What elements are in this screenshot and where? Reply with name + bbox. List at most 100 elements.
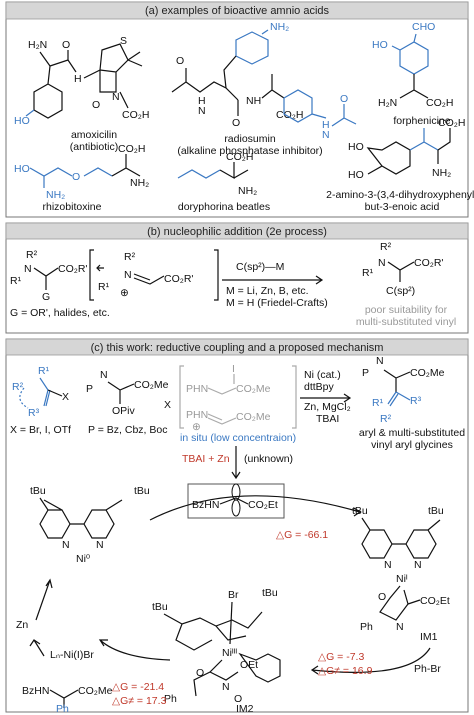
im2-tbu-right: tBu bbox=[262, 587, 278, 599]
atom-s: S bbox=[120, 35, 127, 47]
panel-b-product: R² N R¹ CO₂R' C(sp²) bbox=[362, 241, 443, 297]
cond-zn: Zn, MgCl₂ bbox=[304, 401, 351, 413]
atom-n3: N bbox=[322, 129, 330, 141]
atom-h2n2: H₂N bbox=[378, 97, 397, 109]
ni0-center: Ni⁰ bbox=[76, 553, 91, 565]
cond-ni: Ni (cat.) bbox=[304, 369, 341, 381]
ni0-n-left: N bbox=[62, 539, 70, 551]
atom-ho4: HO bbox=[348, 141, 364, 153]
atom-c-opiv: OPiv bbox=[112, 405, 136, 417]
panel-a-header: (a) examples of bioactive amnio acids bbox=[145, 5, 330, 17]
p-definition: P = Bz, Cbz, Boc bbox=[88, 424, 167, 436]
atom-prod-r3: R³ bbox=[410, 395, 422, 407]
arrow-reductive-elimination bbox=[98, 639, 171, 661]
atom-c-phn2: PHN bbox=[186, 409, 208, 421]
radical-generation: TBAI + Zn (unknown) bbox=[182, 446, 293, 480]
atom-h3: H bbox=[322, 119, 330, 131]
atom-c-r2: R² bbox=[12, 381, 24, 393]
atom-prod-p: P bbox=[362, 367, 369, 379]
atom-h2: H bbox=[198, 95, 206, 107]
arrow-to-ni0 bbox=[35, 578, 53, 621]
im1-ni: Niᴵ bbox=[396, 573, 408, 585]
atom-prod-co2me: CO₂Me bbox=[410, 367, 445, 379]
atom-co2h: CO₂H bbox=[122, 109, 149, 121]
atom-prod-r1: R¹ bbox=[372, 397, 384, 409]
vinyl-halide: R¹ R² R³ X bbox=[12, 365, 69, 419]
im1-n-right: N bbox=[414, 559, 422, 571]
im1-complex: tBu tBu N N Niᴵ O CO₂Et N Ph bbox=[352, 505, 450, 633]
compound-dihydroxyphenyl-note: but-3-enoic acid bbox=[365, 201, 440, 213]
atom-g: G bbox=[42, 291, 50, 303]
dg-reductive-elimination: △G = -21.4 bbox=[112, 681, 164, 693]
atom-ho5: HO bbox=[348, 169, 364, 181]
panel-b-iminium: R² N R¹ ⊕ CO₂R' bbox=[89, 249, 219, 301]
x-definition: X = Br, I, OTf bbox=[10, 424, 71, 436]
atom-h2n: H₂N bbox=[28, 39, 47, 51]
compound-radiosumin: radiosumin bbox=[224, 133, 276, 145]
atom-co2r-b: CO₂R' bbox=[164, 273, 193, 285]
atom-ho2: HO bbox=[372, 39, 388, 51]
panel-b-arrow: C(sp²)—M M = Li, Zn, B, etc. M = H (Frie… bbox=[222, 261, 328, 309]
atom-c-co2me: CO₂Me bbox=[134, 379, 169, 391]
im2-oet: OEt bbox=[240, 659, 258, 671]
im2-ph: Ph bbox=[164, 693, 177, 705]
atom-nh2-2: NH₂ bbox=[46, 189, 65, 201]
dg-oxidative-addition: △G = -7.3 bbox=[318, 651, 364, 663]
atom-n2: N bbox=[198, 105, 206, 117]
atom-co2h4: CO₂H bbox=[118, 143, 145, 155]
im1-label: IM1 bbox=[420, 631, 438, 643]
atom-r1-b: R¹ bbox=[98, 281, 110, 293]
dg-radical-capture: △G = -66.1 bbox=[276, 529, 328, 541]
atom-csp2: C(sp²) bbox=[386, 285, 415, 297]
panel-b-header: (b) nucleophilic addition (2e process) bbox=[147, 226, 327, 238]
atom-n-b3: N bbox=[378, 257, 386, 269]
compound-amoxicilin-note: (antibiotic) bbox=[70, 141, 118, 153]
plus-charge-c: ⊕ bbox=[192, 421, 201, 433]
im1-n3: N bbox=[396, 621, 404, 633]
compound-rhizobitoxine: rhizobitoxine bbox=[43, 201, 102, 213]
plus-charge: ⊕ bbox=[120, 287, 129, 299]
panel-c-header: (c) this work: reductive coupling and a … bbox=[91, 342, 384, 354]
im2-n: N bbox=[222, 681, 230, 693]
m-definition-2: M = H (Friedel-Crafts) bbox=[226, 297, 328, 309]
panel-c-header-bar bbox=[5, 338, 469, 356]
final-product: BzHN CO₂Me Ph bbox=[22, 685, 113, 715]
atom-r2-b: R² bbox=[124, 251, 136, 263]
atom-co2r: CO₂R' bbox=[58, 263, 87, 275]
atom-r2: R² bbox=[26, 249, 38, 261]
atom-nh: NH bbox=[246, 95, 261, 107]
reagent-csp2m: C(sp²)—M bbox=[236, 261, 284, 273]
compound-dihydroxyphenyl: 2-amino-3-(3,4-dihydroxyphenyl) bbox=[326, 189, 474, 201]
dgt-reductive-elimination: △G≠ = 17.3 bbox=[112, 695, 167, 707]
lnni-label: Lₙ-Ni(I)Br bbox=[50, 649, 94, 661]
glycine-precursor: P N CO₂Me OPiv bbox=[86, 369, 169, 417]
tbai-zn-label: TBAI + Zn bbox=[182, 453, 230, 465]
atom-c-phn: PHN bbox=[186, 383, 208, 395]
im1-tbu-right: tBu bbox=[428, 505, 444, 517]
atom-r1-c: R¹ bbox=[362, 267, 374, 279]
cond-ligand: dttBpy bbox=[304, 381, 335, 393]
atom-c-n: N bbox=[100, 369, 108, 381]
panel-b-substrate: R² N R¹ CO₂R' G bbox=[10, 249, 87, 303]
ni0-complex: tBu tBu N N Ni⁰ bbox=[30, 485, 150, 565]
atom-prod-r2: R² bbox=[380, 413, 392, 425]
prod-co2me: CO₂Me bbox=[78, 685, 113, 697]
panel-b-header-bar bbox=[5, 222, 469, 240]
ph-br-label: Ph-Br bbox=[414, 663, 441, 675]
main-arrow: Ni (cat.) dttBpy Zn, MgCl₂ TBAI bbox=[300, 369, 352, 425]
compound-doryphorina: doryphorina beatles bbox=[178, 201, 270, 213]
m-definition-1: M = Li, Zn, B, etc. bbox=[226, 285, 309, 297]
atom-o5: O bbox=[340, 93, 348, 105]
ni0-tbu-right: tBu bbox=[134, 485, 150, 497]
in-situ-intermediates: X I PHN CO₂Me PHN ⊕ CO₂Me bbox=[164, 363, 297, 433]
unknown-label: (unknown) bbox=[244, 453, 293, 465]
atom-c-co2me3: CO₂Me bbox=[236, 411, 271, 423]
atom-c-r3: R³ bbox=[28, 407, 40, 419]
atom-n: N bbox=[112, 91, 120, 103]
zn-label: Zn bbox=[16, 619, 28, 631]
atom-c-co2me2: CO₂Me bbox=[236, 383, 271, 395]
compound-forphenicine: forphenicine bbox=[393, 115, 450, 127]
dihydroxyphenyl-structure: HO HO CO₂H NH₂ bbox=[348, 117, 465, 181]
